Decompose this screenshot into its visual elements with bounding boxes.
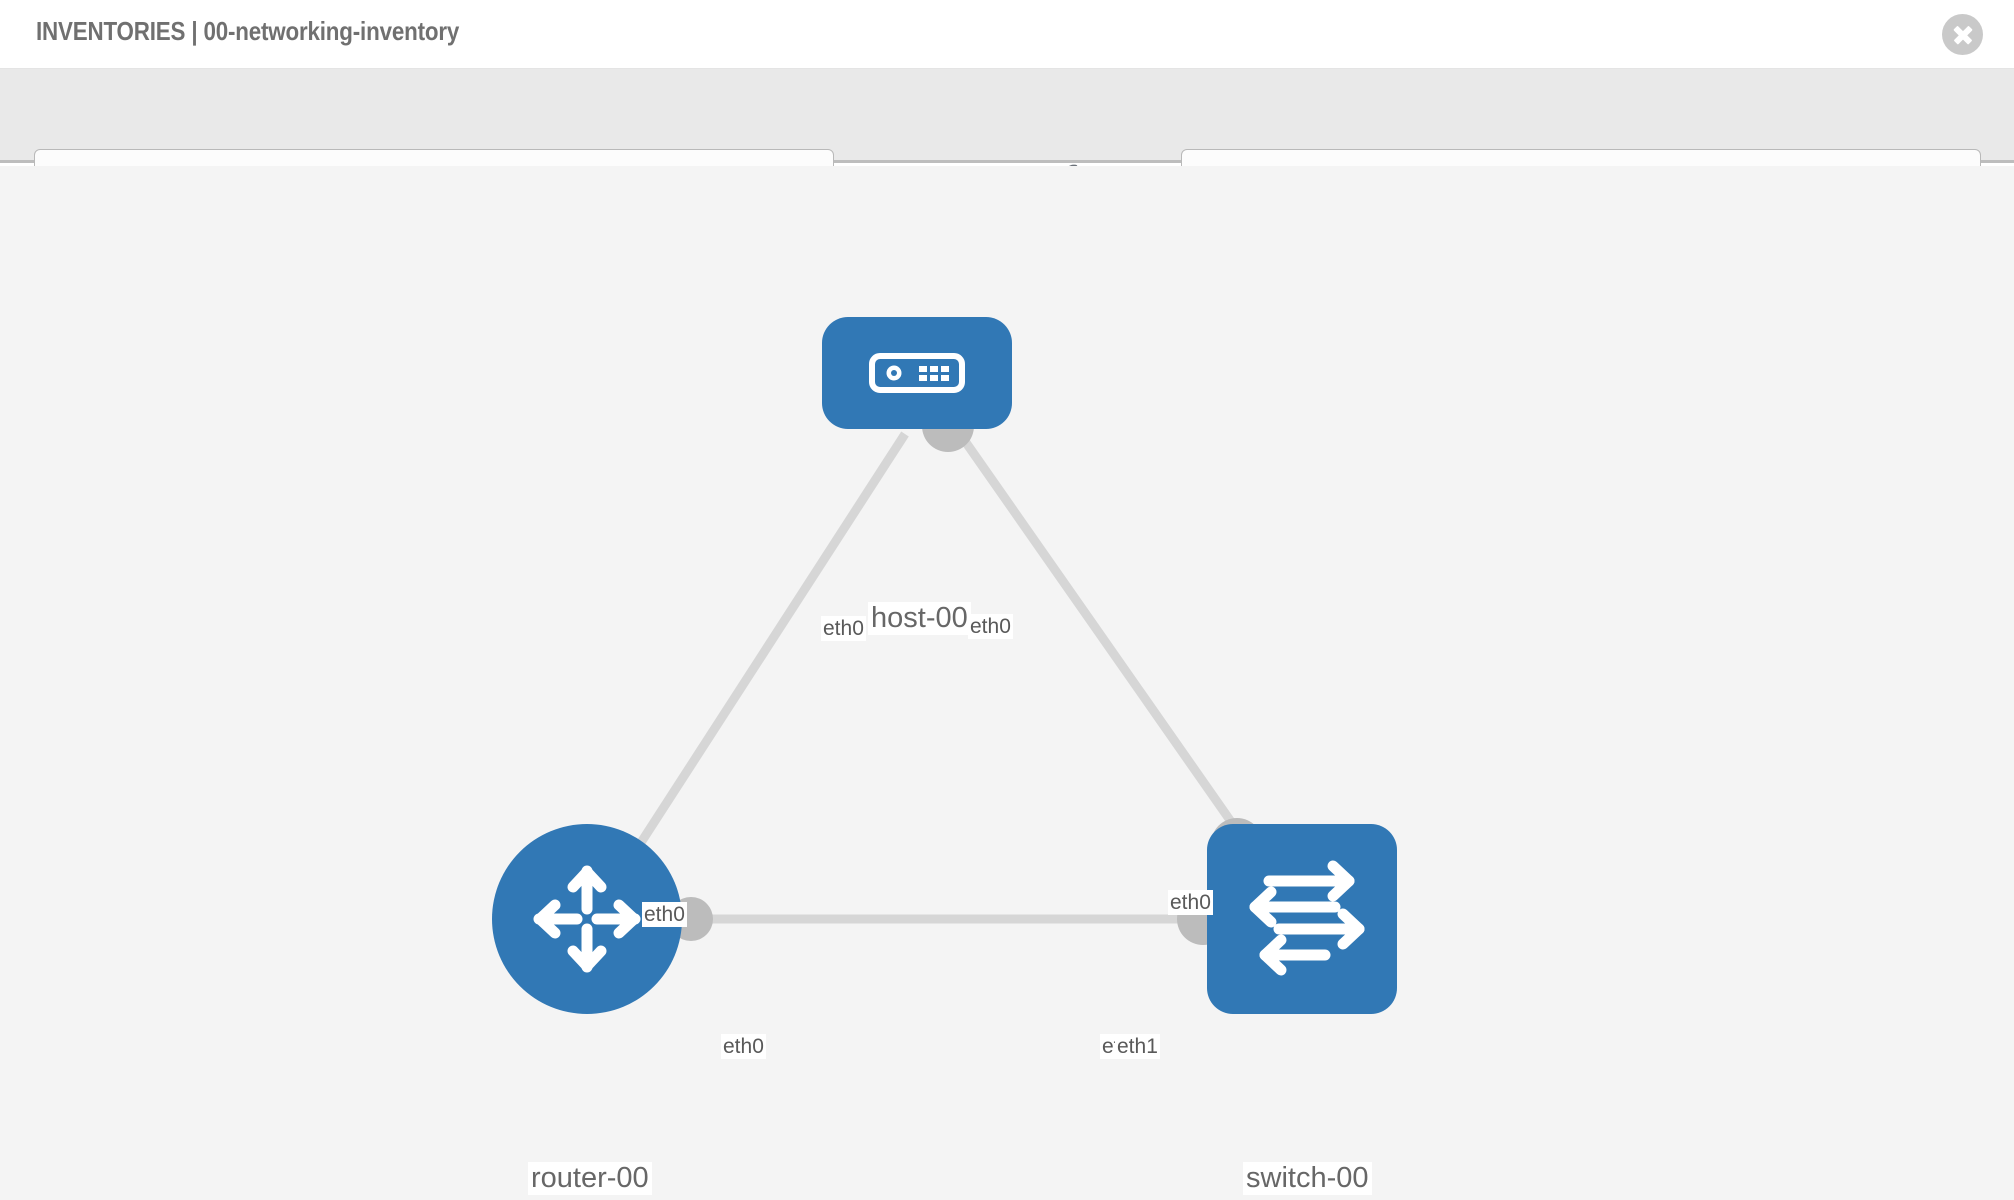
topology-canvas[interactable]: host-00 eth0 eth0 router-00 eth0 eth0: [0, 166, 2014, 1200]
page-title: INVENTORIES | 00-networking-inventory: [36, 16, 460, 46]
topology-node-host-00[interactable]: [822, 317, 1012, 429]
server-device-icon: [869, 353, 965, 393]
page-header: INVENTORIES | 00-networking-inventory: [0, 0, 2014, 68]
node-label-router-00: router-00: [528, 1162, 652, 1196]
switch-node-shape: [1207, 824, 1397, 1014]
interface-label-switch-left-b: eth1: [1115, 1034, 1160, 1060]
interface-label-router-right: eth0: [721, 1034, 766, 1060]
interface-label-switch-up: eth0: [1168, 890, 1213, 916]
switch-arrows-icon: [1249, 860, 1365, 976]
node-label-switch-00: switch-00: [1243, 1162, 1372, 1196]
interface-label-host-left: eth0: [821, 616, 866, 642]
close-icon[interactable]: [1942, 14, 1983, 55]
router-arrows-icon: [533, 865, 641, 973]
interface-label-router-up: eth0: [642, 902, 687, 928]
topology-node-switch-00[interactable]: [1207, 824, 1397, 1014]
link-connectors: [669, 400, 1263, 945]
host-node-shape: [822, 317, 1012, 429]
interface-label-host-right: eth0: [968, 614, 1013, 640]
toolbar: ACTIONS SEARCH: [0, 68, 2014, 205]
node-label-host-00: host-00: [868, 602, 971, 636]
link-host-router: [596, 431, 909, 909]
